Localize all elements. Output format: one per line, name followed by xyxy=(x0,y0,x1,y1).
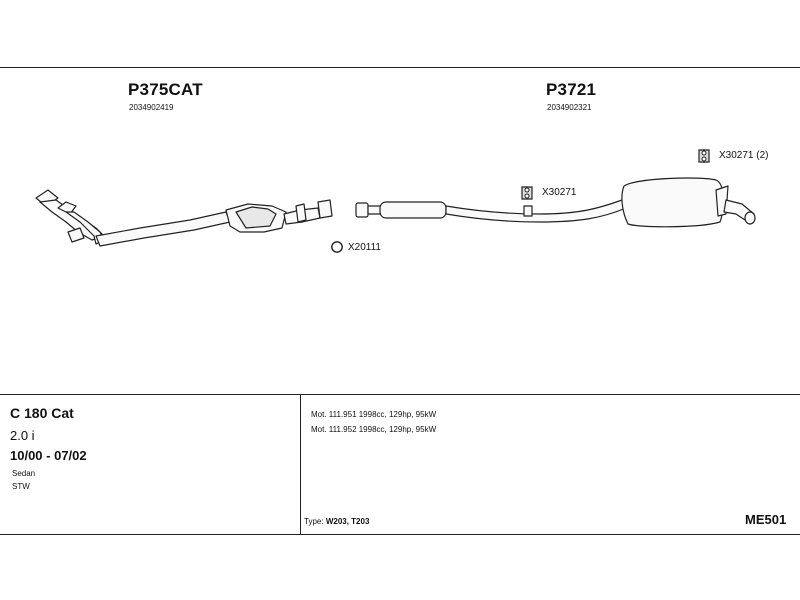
part-number-catalytic[interactable]: P375CAT xyxy=(128,80,203,99)
oe-number-catalytic: 2034902419 xyxy=(129,103,174,112)
accessory-label-hanger: X30271 xyxy=(542,187,577,198)
middle-pipe-and-silencer[interactable] xyxy=(355,199,627,223)
motor-spec: Mot. 111.951 1998cc, 129hp, 95kW xyxy=(311,410,437,419)
front-pipe[interactable] xyxy=(35,189,231,247)
motor-spec: Mot. 111.952 1998cc, 129hp, 95kW xyxy=(311,425,437,434)
diagram-code: ME501 xyxy=(745,512,787,527)
exhaust-system-diagram xyxy=(35,177,756,247)
vehicle-type: Type: W203, T203 xyxy=(304,517,369,526)
rear-silencer[interactable] xyxy=(621,177,756,228)
catalytic-converter[interactable] xyxy=(225,199,333,233)
accessory-label-hanger-qty2: X30271 (2) xyxy=(719,150,769,161)
vehicle-type-label: Type: xyxy=(304,517,324,526)
vertical-divider xyxy=(300,394,301,535)
rubber-hanger-icon[interactable] xyxy=(520,185,534,201)
oe-number-rear-silencer: 2034902321 xyxy=(547,103,592,112)
horizontal-divider xyxy=(0,394,800,395)
rubber-hanger-icon[interactable] xyxy=(697,148,711,164)
body-type: Sedan xyxy=(12,469,36,478)
body-type: STW xyxy=(12,482,30,491)
vehicle-years: 10/00 - 07/02 xyxy=(10,448,87,463)
ring-icon[interactable] xyxy=(330,240,344,254)
vehicle-model: C 180 Cat xyxy=(10,405,74,421)
vehicle-type-value: W203, T203 xyxy=(325,517,370,526)
part-number-rear-silencer[interactable]: P3721 xyxy=(546,80,597,99)
diagram-frame xyxy=(0,67,800,535)
vehicle-engine: 2.0 i xyxy=(10,428,35,443)
accessory-label-gasket: X20111 xyxy=(348,242,381,253)
